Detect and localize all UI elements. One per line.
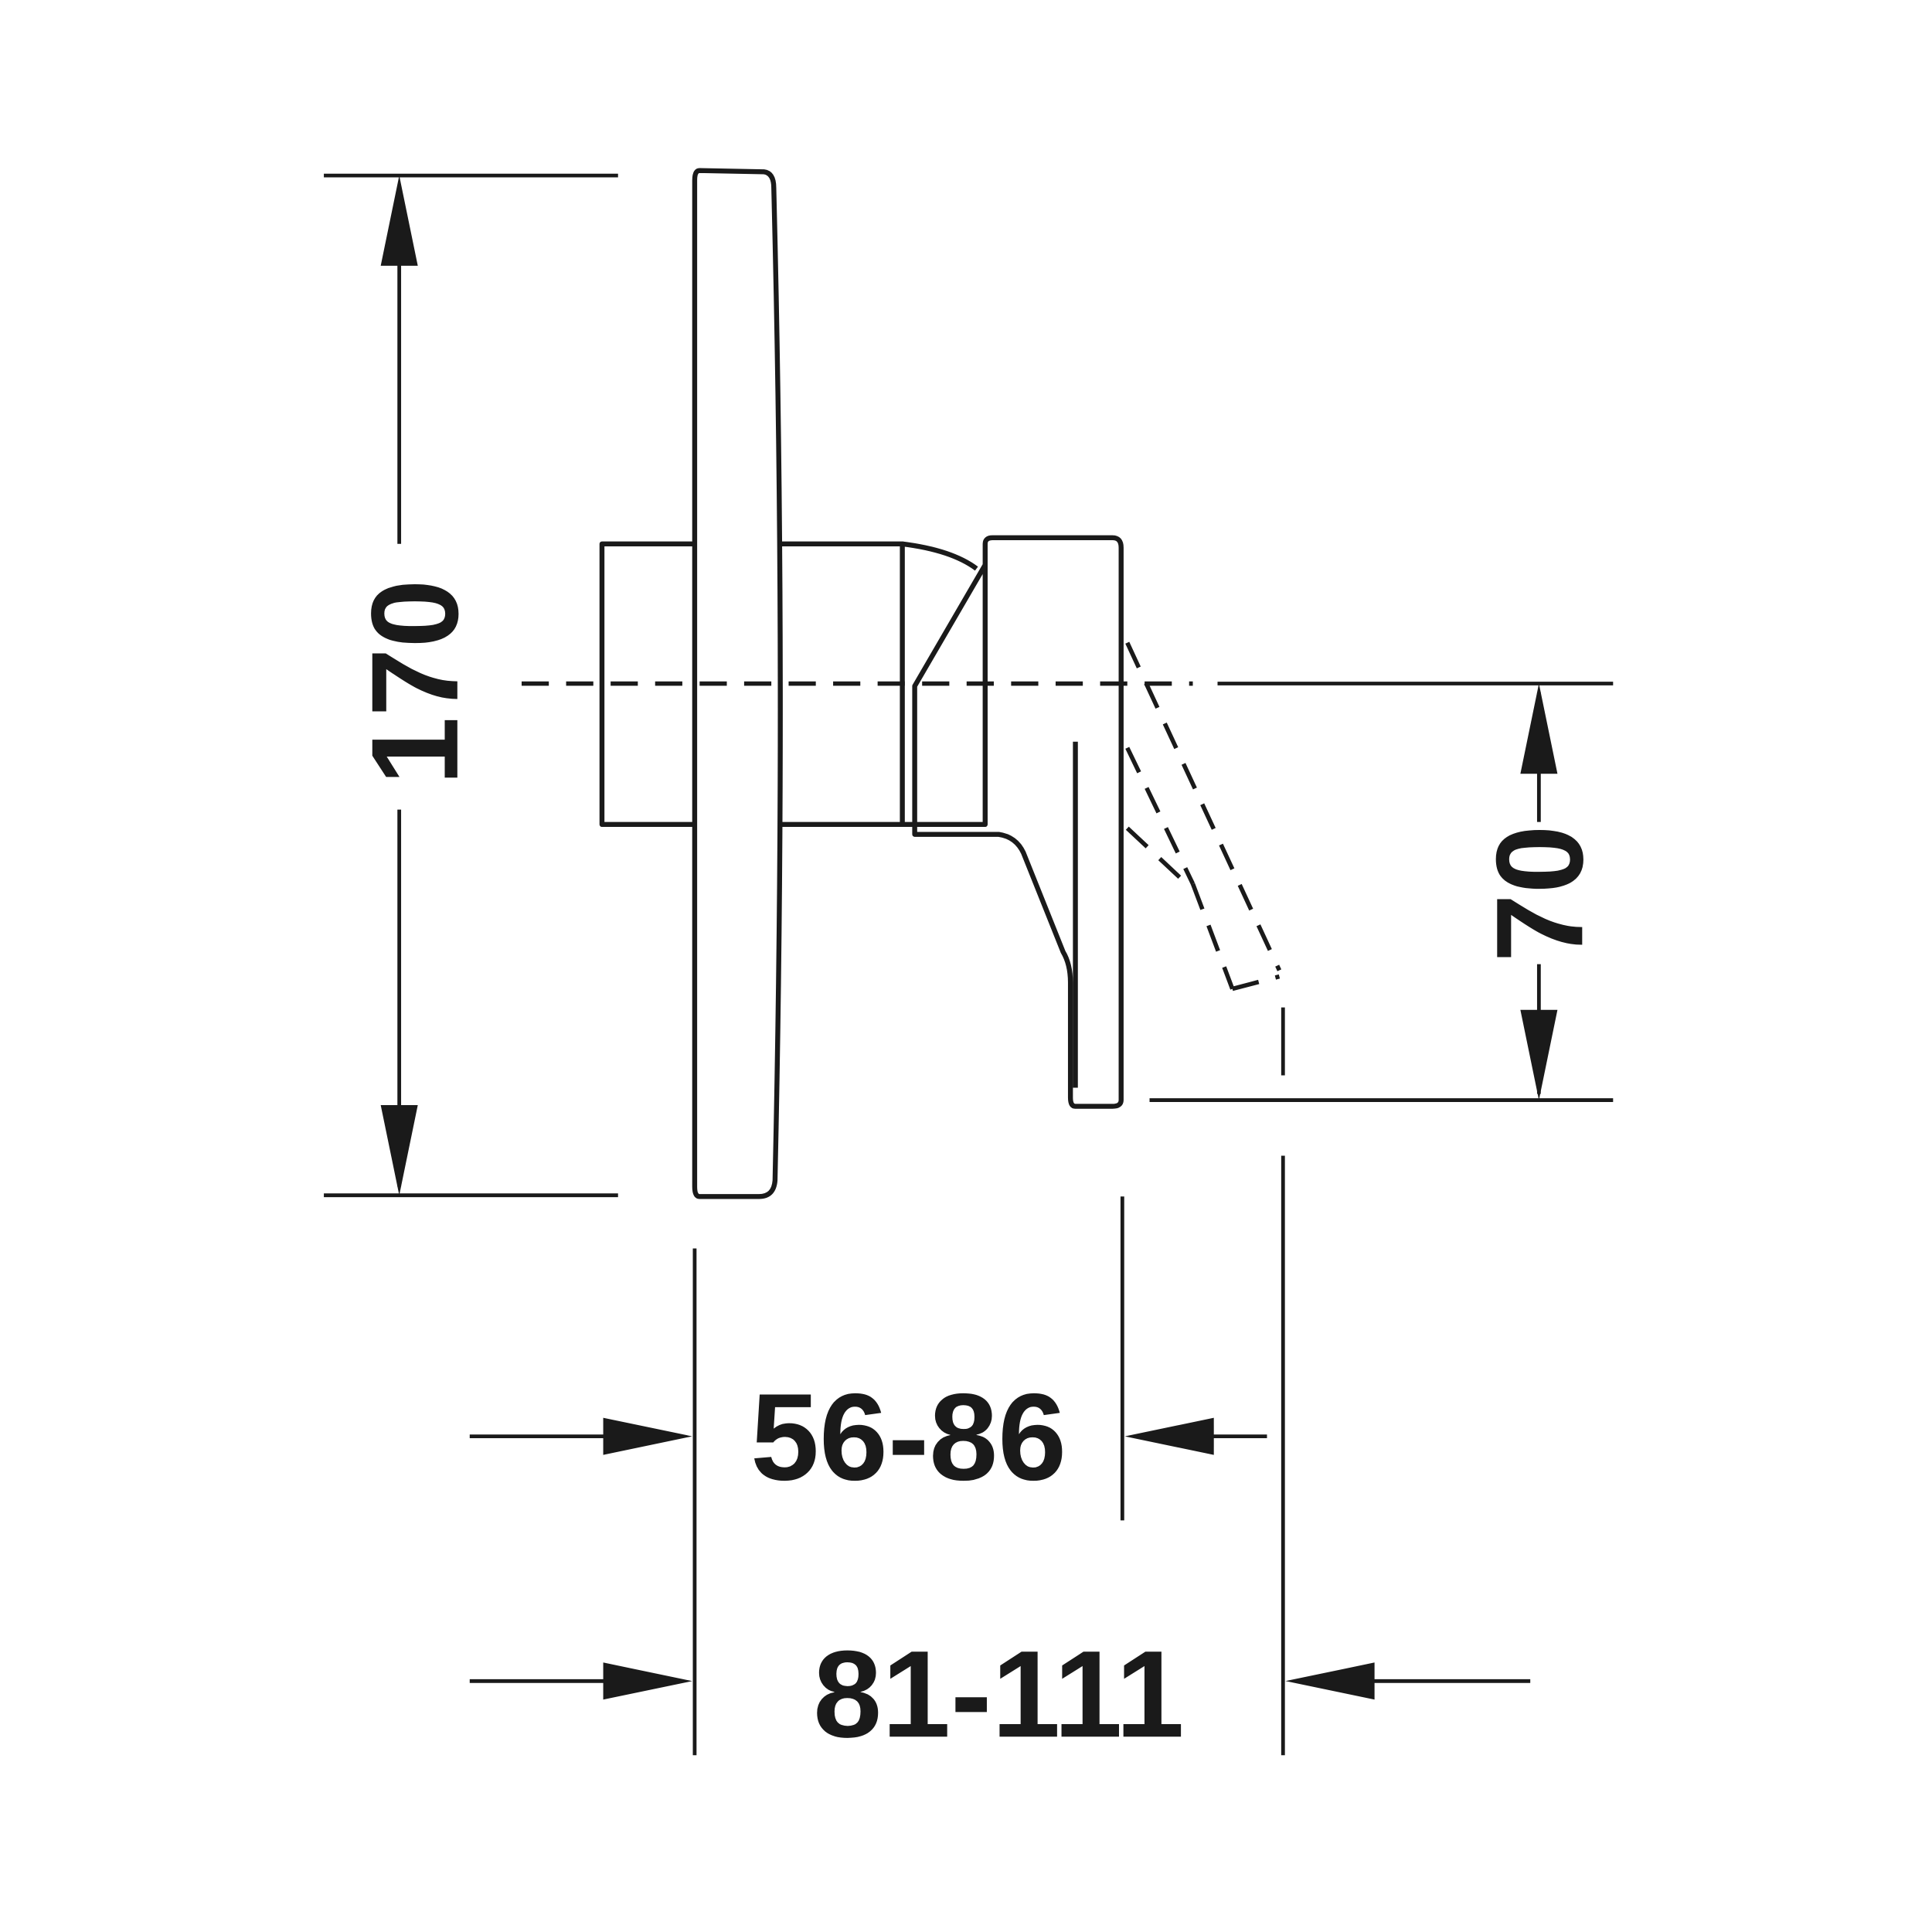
lever-handle: [912, 535, 1124, 1109]
connector: [902, 541, 988, 828]
dimension-70: 70: [1149, 682, 1614, 1102]
lever-alternate-position: [1125, 641, 1282, 992]
arrow-right: [603, 1662, 692, 1700]
dimension-label-170: 170: [345, 579, 484, 785]
dimension-56-86: 56-86: [469, 1368, 1267, 1506]
dimension-81-111: 81-111: [469, 1624, 1531, 1763]
arrow-up: [1520, 683, 1558, 774]
arrow-down: [1520, 1009, 1558, 1100]
cover-plate: [692, 168, 783, 1199]
dimension-170: 170: [324, 173, 618, 1198]
dimension-label-70: 70: [1470, 825, 1608, 962]
arrow-left: [1124, 1417, 1214, 1455]
dimension-label-81-111: 81-111: [813, 1624, 1184, 1763]
dimension-label-56-86: 56-86: [750, 1368, 1066, 1506]
arrow-down: [380, 1104, 418, 1196]
arrow-right: [603, 1417, 692, 1455]
arrow-up: [380, 175, 418, 266]
rear-body: [599, 541, 695, 828]
arrow-left: [1285, 1662, 1375, 1700]
